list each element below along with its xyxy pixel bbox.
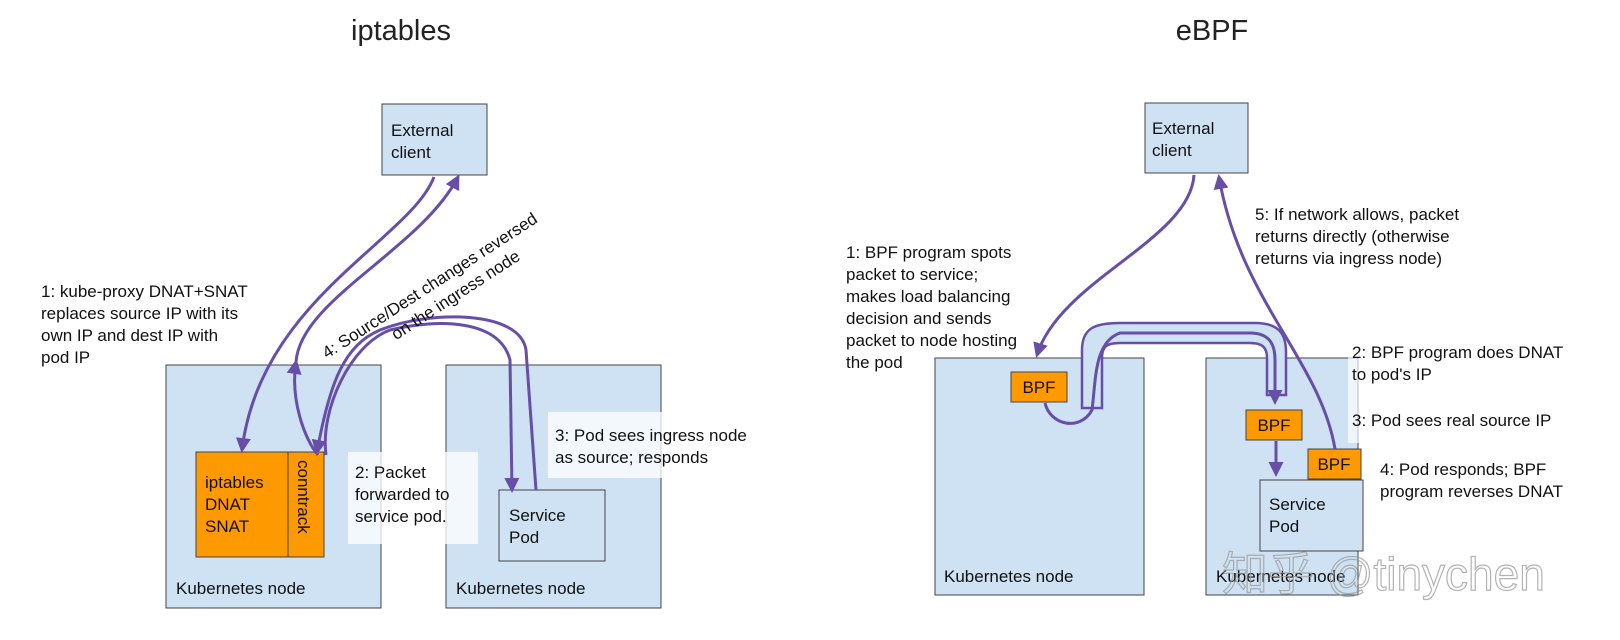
ebpf-external-client-box [1144, 102, 1249, 174]
arrow-forward-to-pod [323, 322, 520, 493]
bpf-box-node2-reverse [1307, 448, 1362, 480]
kubernetes-node-1-label: Kubernetes node [176, 579, 306, 598]
ebpf-note-3: 3: Pod sees real source IP [1352, 411, 1551, 430]
external-client-box [381, 103, 488, 176]
note-3: 3: Pod sees ingress node as source; resp… [555, 426, 752, 467]
ebpf-kubernetes-node-2-label: Kubernetes node [1216, 567, 1346, 586]
ebpf-kubernetes-node-1-label: Kubernetes node [944, 567, 1074, 586]
ebpf-tunnel [1080, 321, 1288, 410]
arrow-conntrack-reverse [286, 359, 320, 456]
bpf-box-node1-label: BPF [1022, 378, 1055, 397]
ebpf-arrow-client-to-node [1033, 174, 1196, 358]
ebpf-note-4: 4: Pod responds; BPF program reverses DN… [1380, 460, 1563, 501]
ebpf-note-4-background [1376, 448, 1588, 510]
bpf-box-node2-dnat-label: BPF [1257, 416, 1290, 435]
bpf-box-node1 [1010, 371, 1068, 403]
arrow-client-to-iptables [235, 176, 436, 453]
ebpf-service-pod-label: Service Pod [1269, 495, 1330, 536]
ebpf-note-2: 2: BPF program does DNAT to pod's IP [1352, 343, 1568, 384]
arrow-return-to-client [294, 174, 460, 363]
iptables-dnat-snat-label: iptables DNAT SNAT [205, 473, 268, 536]
service-pod-label: Service Pod [509, 506, 570, 547]
bpf-box-node2-reverse-label: BPF [1317, 455, 1350, 474]
ebpf-title: eBPF [1176, 15, 1249, 47]
kubernetes-node-2-label: Kubernetes node [456, 579, 586, 598]
watermark: 知乎 @tinychen [1222, 548, 1545, 600]
note-4: 4: Source/Dest changes reversed on the i… [319, 206, 557, 380]
note-3-background [548, 412, 778, 478]
iptables-title: iptables [351, 15, 451, 47]
ebpf-arrow-return-to-client [1213, 174, 1337, 450]
bpf-box-node2-dnat [1245, 409, 1303, 441]
external-client-label: External client [391, 121, 458, 162]
svg-text:4: Source/Dest changes reverse: 4: Source/Dest changes reversed on the i… [319, 206, 557, 380]
ebpf-service-pod-box [1259, 479, 1364, 552]
ebpf-arrow-tunnel-path [1043, 331, 1277, 425]
ebpf-note-1: 1: BPF program spots packet to service; … [846, 243, 1022, 372]
conntrack-label: conntrack [294, 460, 313, 534]
conntrack-box [287, 451, 325, 558]
note-2: 2: Packet forwarded to service pod. [355, 463, 454, 526]
iptables-dnat-snat-box [195, 451, 289, 558]
ebpf-note-2-3-background [1348, 338, 1584, 443]
note-2-background [348, 452, 478, 544]
service-pod-box [498, 489, 606, 562]
arrow-pod-response [311, 315, 538, 491]
kubernetes-node-2 [445, 364, 662, 609]
ebpf-note-5: 5: If network allows, packet returns dir… [1255, 205, 1464, 268]
note-1: 1: kube-proxy DNAT+SNAT replaces source … [41, 282, 252, 367]
ebpf-external-client-label: External client [1152, 119, 1219, 160]
